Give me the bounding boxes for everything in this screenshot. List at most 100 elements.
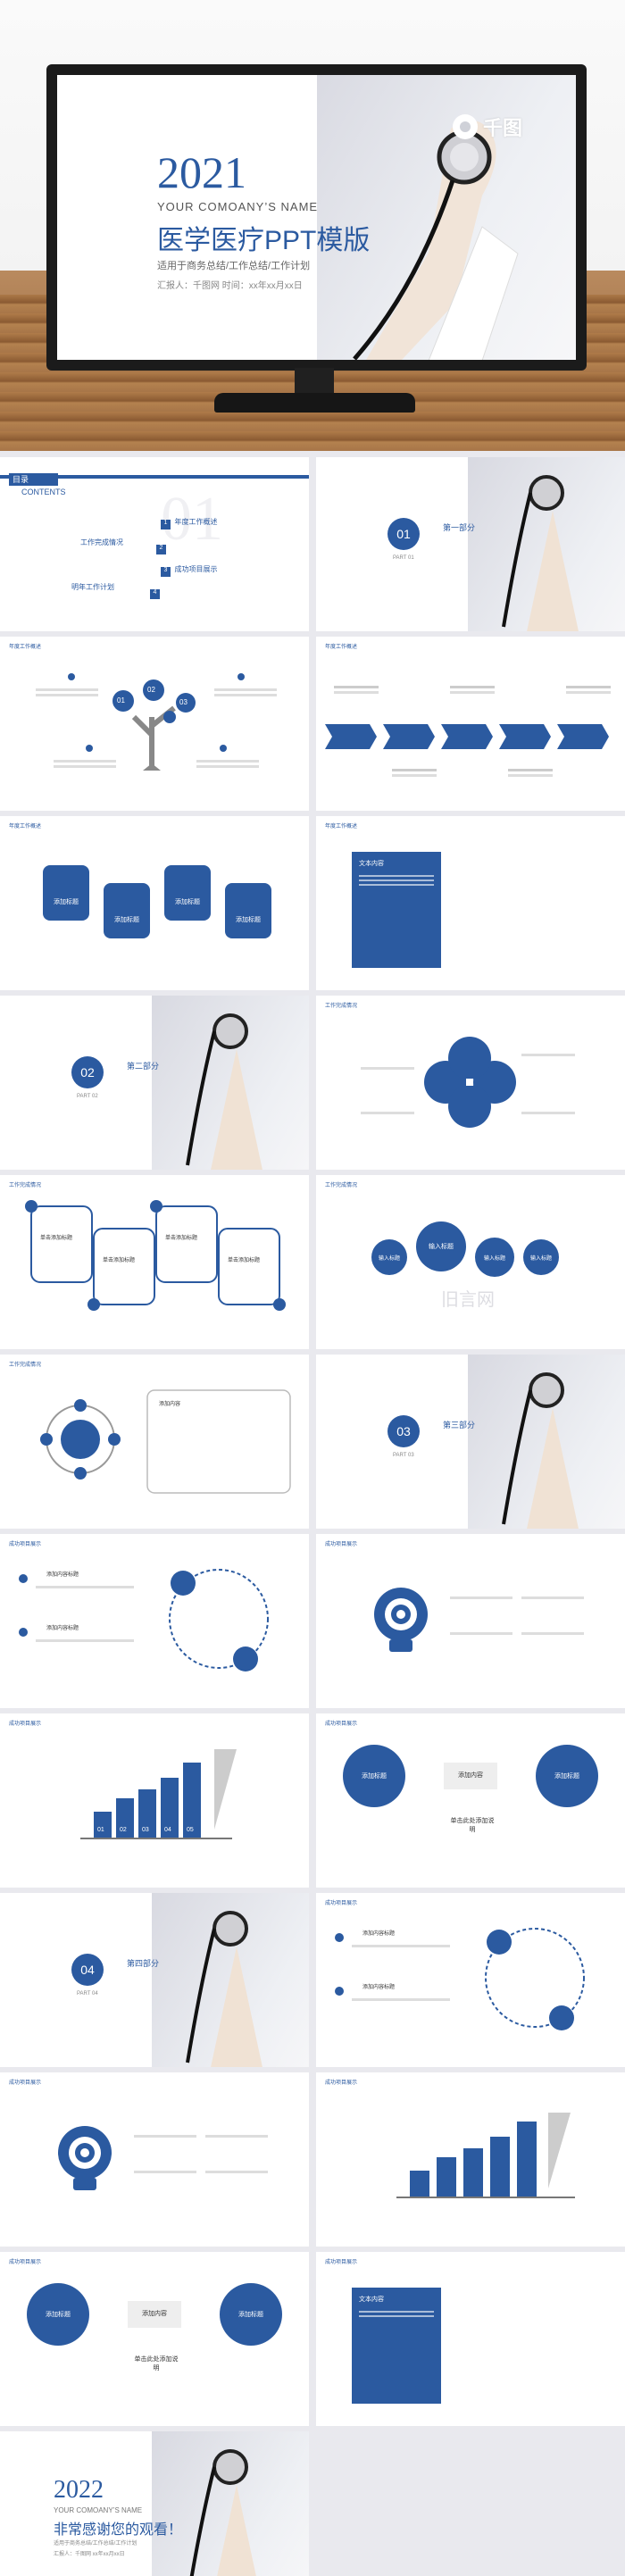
section-photo <box>468 457 625 631</box>
bar-label: 04 <box>164 1827 171 1833</box>
ending-year: 2022 <box>54 2476 104 2504</box>
card-label: 添加标题 <box>54 899 79 905</box>
timeline-label: 单击添加标题 <box>228 1258 261 1263</box>
box-line <box>359 2311 434 2313</box>
monitor: 千图 2021 YOUR COMOANY’S NAME 医学医疗PPT模版 适用… <box>46 64 587 371</box>
bar-chart <box>396 2113 575 2198</box>
monitor-base <box>214 393 415 413</box>
right-circle: 添加标题 <box>220 2283 282 2346</box>
ending-photo <box>152 2431 309 2576</box>
toc-item-4: 4 <box>150 582 160 599</box>
slide-header: 工作完成情况 <box>325 1004 358 1009</box>
watermark-text: 千图 <box>482 117 522 139</box>
arrow-process <box>325 686 611 777</box>
dotted-diagram <box>335 1928 585 2030</box>
content-label: 添加内容标题 <box>46 1572 79 1578</box>
slide-bar-chart: 成功项目展示 01 02 03 04 05 <box>0 1713 309 1888</box>
timeline-label: 单击添加标题 <box>165 1236 198 1241</box>
dotted-diagram <box>19 1569 269 1671</box>
section-part: PART 02 <box>77 1094 98 1099</box>
bar-label: 01 <box>97 1827 104 1833</box>
stethoscope-icon <box>502 475 579 631</box>
slide-section-04: 04 第四部分 PART 04 <box>0 1893 309 2067</box>
slide-orbit: 工作完成情况 添加内容 <box>0 1355 309 1529</box>
box-title: 文本内容 <box>359 2297 384 2303</box>
bubble-3: 输入标题 <box>475 1238 514 1277</box>
watermark-icon <box>452 114 478 139</box>
stethoscope-icon <box>189 2449 256 2576</box>
bubble-2: 输入标题 <box>416 1221 466 1271</box>
slide-timeline: 工作完成情况 单击添加标题 单击添加标题 单击添加标题 单击添加标题 <box>0 1175 309 1349</box>
watermark: 千图 <box>452 113 522 141</box>
lightbulb-icon <box>58 2126 268 2190</box>
bubble-4: 输入标题 <box>523 1239 559 1275</box>
timeline-label: 单击添加标题 <box>40 1236 73 1241</box>
stethoscope-icon <box>186 1013 262 1170</box>
blue-text-box: 文本内容 <box>352 2288 441 2404</box>
slide-ending: 2022 YOUR COMOANY’S NAME 非常感谢您的观看！ 适用于商务… <box>0 2431 309 2576</box>
hero-subtitle: YOUR COMOANY’S NAME <box>157 200 319 213</box>
clover-diagram <box>361 1037 575 1128</box>
slide-header: 工作完成情况 <box>9 1183 42 1188</box>
slide-header: 成功项目展示 <box>9 1542 42 1547</box>
toc-item-num: 2 <box>156 545 166 554</box>
toc-item-label: 年度工作概述 <box>174 518 218 526</box>
ending-desc: 适用于商务总结/工作总结/工作计划 <box>54 2541 138 2547</box>
bar-label: 05 <box>187 1827 194 1833</box>
slide-two-circles: 成功项目展示 添加标题 添加标题 添加内容 单击此处添加说明 <box>316 1713 625 1888</box>
slide-bulb: 成功项目展示 <box>316 1534 625 1708</box>
blue-text-box: 文本内容 <box>352 852 441 968</box>
toc-item-num: 1 <box>161 520 171 529</box>
right-circle: 添加标题 <box>536 1745 598 1807</box>
section-part: PART 03 <box>393 1453 414 1458</box>
slide-header: 工作完成情况 <box>325 1183 358 1188</box>
tree-diagram <box>36 673 277 771</box>
ending-subtitle: YOUR COMOANY’S NAME <box>54 2506 143 2514</box>
toc-item-2: 2 <box>156 538 166 554</box>
below-box-text: 单击此处添加说明 <box>134 2356 179 2372</box>
content-label: 添加内容标题 <box>362 1931 396 1937</box>
slide-header: 成功项目展示 <box>325 2260 358 2265</box>
hero-title: 医学医疗PPT模版 <box>157 226 371 255</box>
bar-label: 03 <box>142 1827 149 1833</box>
slide-header: 成功项目展示 <box>9 2080 42 2086</box>
center-box: 添加内容 <box>444 1763 497 1789</box>
slide-header: 成功项目展示 <box>9 1722 42 1727</box>
slide-header: 成功项目展示 <box>325 1901 358 1906</box>
box-line <box>359 884 434 886</box>
toc-big-number: 01 <box>161 485 223 554</box>
slide-header: 成功项目展示 <box>325 1542 358 1547</box>
section-title: 第一部分 <box>443 523 476 532</box>
lightbulb-icon <box>374 1588 584 1652</box>
slide-two-circles-2: 成功项目展示 添加标题 添加标题 添加内容 单击此处添加说明 <box>0 2252 309 2426</box>
toc-item-2-label: 工作完成情况 <box>80 538 123 546</box>
slide-clover: 工作完成情况 <box>316 996 625 1170</box>
slide-header: 工作完成情况 <box>9 1363 42 1368</box>
card-2: 添加标题 <box>104 883 150 938</box>
section-part: PART 04 <box>77 1991 98 1997</box>
bar-chart <box>80 1749 237 1839</box>
section-title: 第三部分 <box>443 1421 476 1430</box>
hero-photo <box>317 75 576 360</box>
ending-title: 非常感谢您的观看！ <box>54 2522 183 2538</box>
slide-header: 年度工作概述 <box>9 824 42 829</box>
slide-toc: 目录 CONTENTS 01 1 年度工作概述 工作完成情况 2 3 成功项目展… <box>0 457 309 631</box>
section-number: 03 <box>388 1415 420 1447</box>
toc-item-num: 4 <box>150 589 160 599</box>
card-3: 添加标题 <box>164 865 211 921</box>
bubble-1: 输入标题 <box>371 1239 407 1275</box>
box-line <box>359 875 434 877</box>
hero-banner: 千图 2021 YOUR COMOANY’S NAME 医学医疗PPT模版 适用… <box>0 0 625 451</box>
toc-subtitle: CONTENTS <box>21 488 66 496</box>
slide-textbox-2: 成功项目展示 文本内容 <box>316 2252 625 2426</box>
orbit-diagram <box>40 1389 291 1494</box>
text-content-title: 添加内容 <box>159 1402 181 1407</box>
slide-header: 年度工作概述 <box>325 645 358 650</box>
slide-header: 成功项目展示 <box>325 1722 358 1727</box>
section-photo <box>468 1355 625 1529</box>
card-label: 添加标题 <box>114 917 139 923</box>
below-box-text: 单击此处添加说明 <box>450 1818 495 1833</box>
stethoscope-hand-image <box>353 121 519 360</box>
left-circle: 添加标题 <box>343 1745 405 1807</box>
card-4: 添加标题 <box>225 883 271 938</box>
